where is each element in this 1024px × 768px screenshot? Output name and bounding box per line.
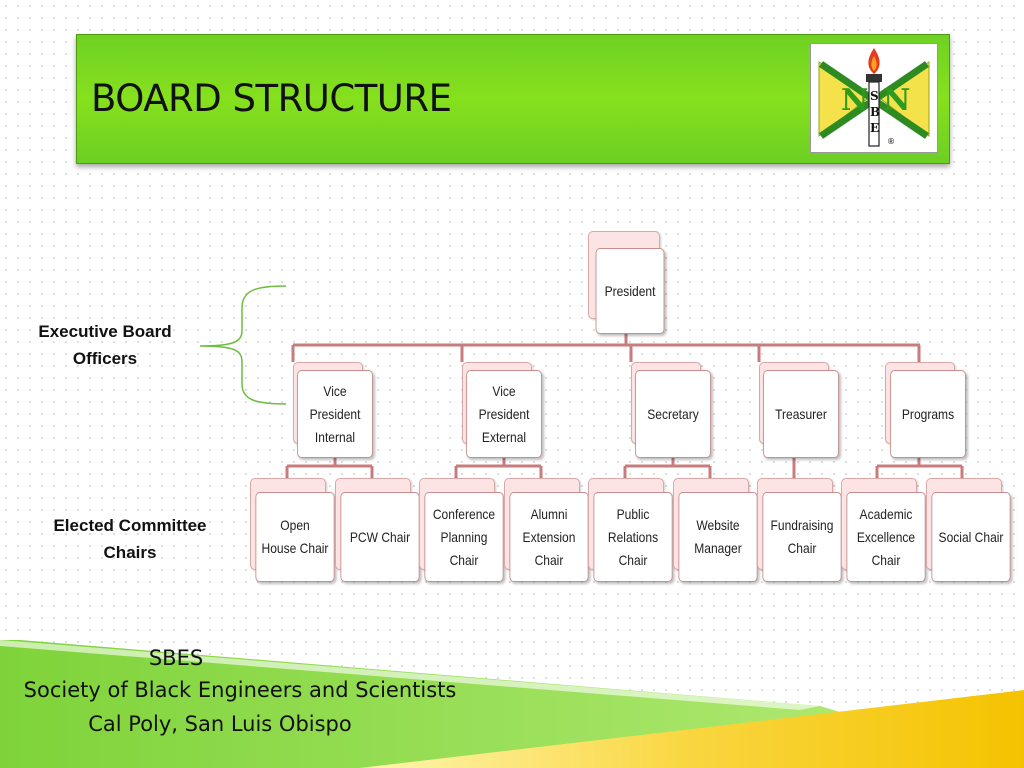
footer-line-3: Cal Poly, San Luis Obispo — [88, 712, 352, 736]
chair-node-open-house: Open House Chair — [255, 492, 335, 582]
slide-title: BOARD STRUCTURE — [91, 77, 452, 120]
executive-board-label: Executive Board Officers — [38, 322, 172, 368]
chair-node-fundraising: Fundraising Chair — [762, 492, 842, 582]
officer-node-vp-internal: Vice President Internal — [297, 370, 373, 458]
curly-brace-icon — [199, 285, 287, 405]
registered-mark: ® — [887, 137, 895, 146]
chair-node-alumni-extension: Alumni Extension Chair — [509, 492, 589, 582]
footer-graphic — [0, 640, 1024, 768]
chair-node-academic-excellence: Academic Excellence Chair — [846, 492, 926, 582]
chair-node-social: Social Chair — [931, 492, 1011, 582]
officer-node-vp-external: Vice President External — [466, 370, 542, 458]
svg-text:N: N — [841, 83, 868, 118]
svg-text:S: S — [870, 89, 879, 103]
officer-node-programs: Programs — [890, 370, 966, 458]
nsbe-logo-graphic: N N S B E ® — [818, 48, 930, 147]
svg-text:E: E — [870, 121, 879, 135]
chair-node-conference-planning: Conference Planning Chair — [424, 492, 504, 582]
svg-text:B: B — [870, 105, 880, 119]
footer-line-1: SBES — [148, 646, 204, 670]
title-banner: BOARD STRUCTURE N N S B E ® — [76, 34, 950, 164]
officer-node-treasurer: Treasurer — [763, 370, 839, 458]
officer-node-secretary: Secretary — [635, 370, 711, 458]
org-chart-connectors — [285, 332, 964, 478]
footer-line-2: Society of Black Engineers and Scientist… — [23, 678, 457, 702]
chair-node-pcw: PCW Chair — [340, 492, 420, 582]
svg-text:N: N — [883, 83, 910, 118]
president-node: President — [595, 248, 665, 334]
committee-chairs-label: Elected Committee Chairs — [53, 516, 207, 562]
chair-node-website-manager: Website Manager — [678, 492, 758, 582]
footer-band: SBES Society of Black Engineers and Scie… — [0, 640, 1024, 768]
nsbe-logo: N N S B E ® — [810, 43, 938, 153]
chair-node-public-relations: Public Relations Chair — [593, 492, 673, 582]
